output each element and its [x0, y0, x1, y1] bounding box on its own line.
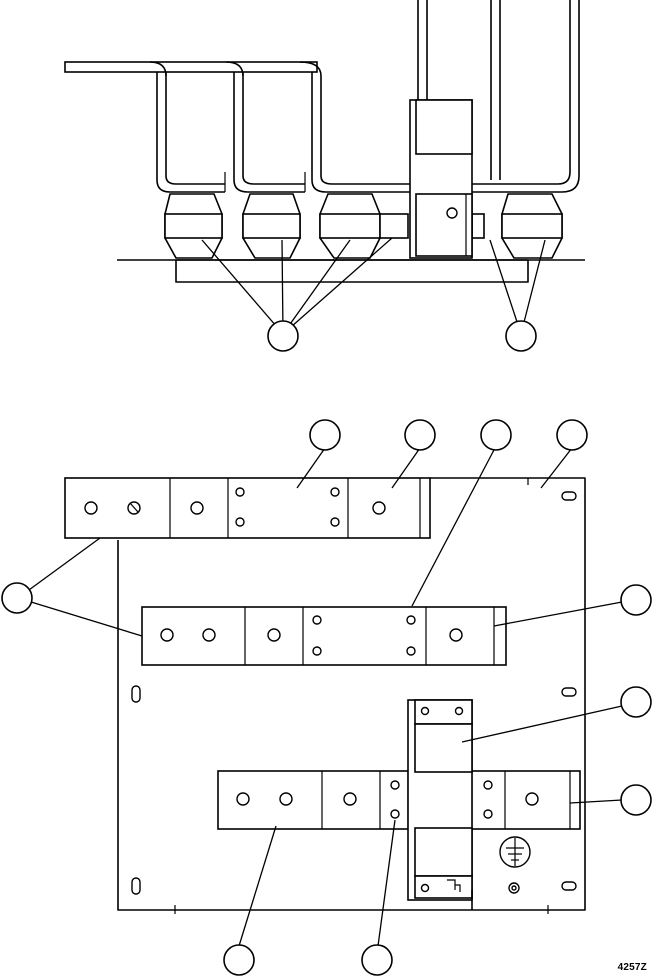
callout-top-4: [556, 419, 588, 451]
standoff-insulator-1: [164, 193, 223, 259]
vertical-bar-1: [417, 0, 428, 100]
leader-right-callout-1: [493, 601, 623, 627]
base-plate-edge: [175, 259, 529, 283]
slot-hole-bottom-left: [131, 877, 141, 895]
u-bar-1-outer: [156, 72, 225, 193]
callout-top-1: [309, 419, 341, 451]
u-bar-3-inner: [320, 76, 410, 185]
ground-terminal: [499, 836, 531, 894]
bus-bar-upper: [64, 477, 431, 539]
bus-bar-top: [64, 61, 318, 73]
vertical-bar-2: [490, 0, 501, 180]
base-panel-outline: [117, 477, 586, 911]
leader-callout-4: [540, 447, 573, 489]
callout-bottom-2: [361, 944, 393, 976]
leader-bottom-callout-1: [238, 825, 277, 947]
slot-hole-top-right: [561, 491, 577, 501]
callout-top-2: [404, 419, 436, 451]
callout-right-3: [620, 784, 652, 816]
callout-insulators-left: [267, 320, 299, 352]
callout-top-3: [480, 419, 512, 451]
leader-bottom-callout-2: [377, 819, 396, 947]
standoff-insulator-4: [471, 193, 563, 259]
standoff-insulator-3: [319, 193, 409, 259]
contactor-body: [407, 699, 473, 910]
center-block: [409, 99, 473, 259]
leader-callout-1: [296, 447, 326, 489]
leader-insulators-left: [201, 237, 393, 335]
slot-hole-bottom-right: [561, 881, 577, 891]
leader-insulators-right: [489, 239, 546, 335]
callout-bottom-1: [223, 944, 255, 976]
u-bar-1-inner: [165, 72, 225, 185]
slot-hole-mid-right: [561, 687, 577, 697]
leader-right-callout-2: [461, 705, 623, 743]
u-bar-2-bend: [225, 61, 244, 77]
plan-view: [1, 419, 652, 976]
leader-right-callout-3: [569, 799, 623, 804]
side-view: [64, 0, 585, 352]
u-bar-2-inner: [242, 72, 305, 185]
callout-left: [1, 582, 33, 614]
leader-callout-3: [411, 447, 496, 607]
u-bar-3-outer: [311, 72, 410, 193]
u-bar-1-bend: [149, 61, 167, 77]
u-bar-2-outer: [233, 72, 305, 193]
leader-callout-2: [391, 447, 421, 489]
figure-id-label: 4257Z: [617, 962, 647, 973]
callout-right-1: [620, 584, 652, 616]
bus-bar-middle: [141, 606, 507, 666]
slot-hole-mid-left: [131, 685, 141, 703]
bus-bar-lower: [217, 770, 581, 830]
leader-left-callout: [17, 537, 143, 637]
callout-right-2: [620, 686, 652, 718]
callout-insulators-right: [505, 320, 537, 352]
standoff-insulator-2: [242, 193, 301, 259]
u-bar-3-bend: [299, 61, 322, 77]
vertical-bar-3-bend: [472, 0, 580, 193]
